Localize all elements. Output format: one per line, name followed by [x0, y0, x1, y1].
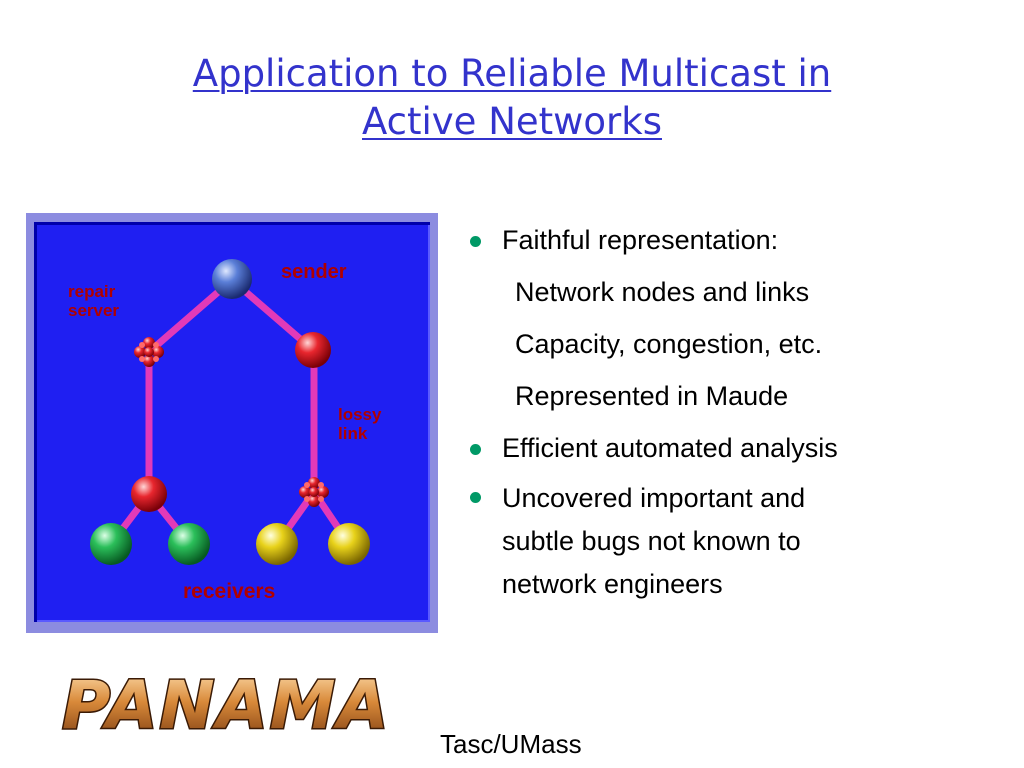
repair-server-label-line-1: repair [68, 282, 116, 301]
router-node-right [295, 332, 331, 368]
lossy-link-label-line-2: link [338, 424, 368, 443]
receiver-node-green-2 [168, 523, 210, 565]
panama-logo: PANAMA [61, 666, 390, 743]
receiver-node-green-1 [90, 523, 132, 565]
bullet-list: Faithful representation: Network nodes a… [466, 214, 986, 606]
lossy-link-label-line-1: lossy [338, 405, 382, 424]
sub-bullet-network-nodes: Network nodes and links [515, 277, 810, 307]
credit-text: Tasc/UMass [440, 729, 582, 759]
bullet-uncovered-bugs: Uncovered important and subtle bugs not … [466, 474, 986, 606]
router-node-left [131, 476, 167, 512]
repair-server-label-line-2: server [68, 301, 120, 320]
title-line-2: Active Networks [362, 100, 662, 143]
bullet-uncovered-bugs-line-2: subtle bugs not known to [502, 526, 801, 556]
repair-server-label: repair server [68, 282, 119, 320]
bullet-uncovered-bugs-line-3: network engineers [502, 569, 723, 599]
lossy-link-label: lossy link [338, 405, 381, 443]
bullet-faithful-representation: Faithful representation: [466, 214, 986, 266]
bullet-uncovered-bugs-line-1: Uncovered important and [502, 483, 806, 513]
sender-label: sender [281, 261, 347, 283]
network-diagram [90, 259, 370, 565]
sub-bullet-maude: Represented in Maude [515, 381, 789, 411]
receiver-node-yellow-2 [328, 523, 370, 565]
sender-node [212, 259, 252, 299]
slide-title: Application to Reliable Multicast in Act… [0, 50, 1024, 146]
receivers-label: receivers [183, 580, 276, 603]
sub-bullet-capacity: Capacity, congestion, etc. [515, 329, 823, 359]
panama-logo-text: PANAMA [62, 667, 390, 742]
repair-server-node-lower [299, 477, 329, 507]
receiver-node-yellow-1 [256, 523, 298, 565]
bullet-automated-analysis: Efficient automated analysis [466, 422, 986, 474]
repair-server-node [134, 337, 164, 367]
title-line-1: Application to Reliable Multicast in [192, 52, 832, 95]
